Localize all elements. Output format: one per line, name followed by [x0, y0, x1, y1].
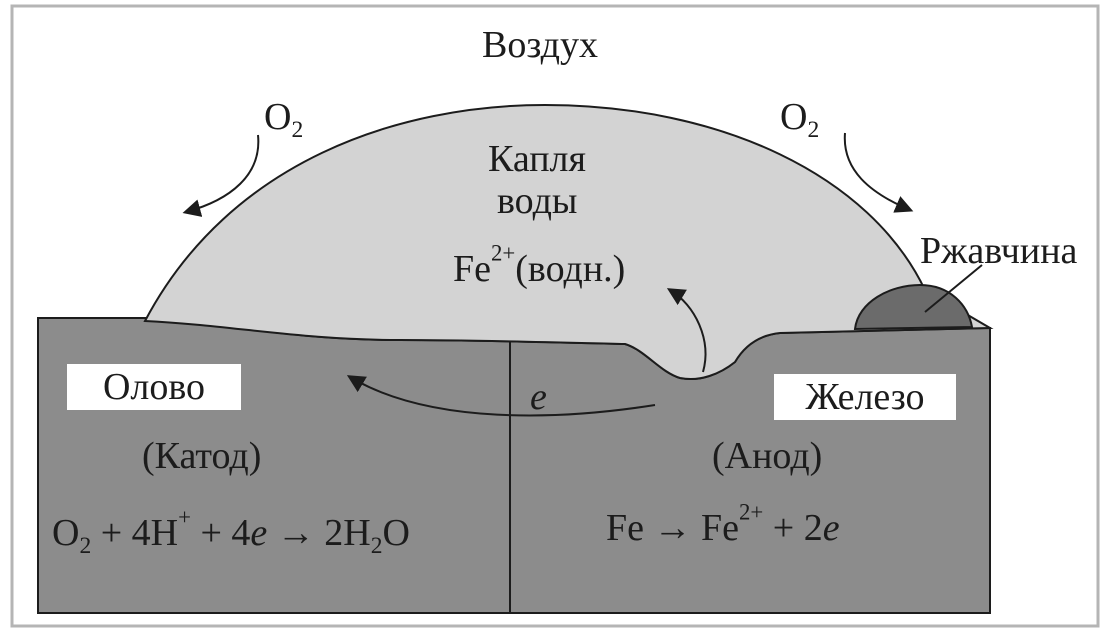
electron-flow-arrow-icon — [346, 375, 656, 417]
cathode-equation: O2 + 4H+ + 4e → 2H2O — [52, 506, 410, 558]
tin-label: Олово — [67, 364, 241, 410]
oxygen-left-base: O — [264, 96, 292, 138]
rust-pointer-icon — [924, 264, 983, 313]
oxygen-right-base: O — [780, 96, 808, 138]
fe-ion-label: Fe2+(водн.) — [453, 242, 626, 290]
rust-deposit — [853, 283, 974, 331]
aeq-plus-2: + 2 — [763, 507, 823, 549]
ceq-plus-4: + 4 — [190, 512, 251, 554]
frame — [10, 4, 1100, 628]
ceq-h-sup: + — [178, 504, 191, 530]
oxygen-left-sub: 2 — [291, 117, 304, 144]
oxygen-left-arrow-icon — [182, 134, 260, 217]
ceq-o: O — [52, 512, 80, 554]
oxygen-right-label: O2 — [780, 96, 819, 142]
ceq-h-sub: 2 — [370, 533, 383, 560]
fe-ion-charge: 2+ — [491, 240, 516, 266]
oxygen-left-label: O2 — [264, 96, 303, 142]
ceq-o-sub: 2 — [79, 533, 92, 560]
aeq-e: e — [822, 507, 840, 549]
aeq-fe: Fe → Fe — [606, 507, 739, 549]
drop-label-line1: Капля — [488, 138, 586, 180]
ceq-o-end: O — [382, 512, 410, 554]
ion-release-arrow-icon — [666, 288, 707, 373]
anode-equation: Fe → Fe2+ + 2e — [606, 501, 840, 549]
rust-label: Ржавчина — [920, 230, 1078, 272]
fe-ion-base: Fe — [453, 248, 491, 290]
oxygen-right-arrow-icon — [843, 132, 914, 213]
anode-label: (Анод) — [712, 435, 823, 477]
aeq-fe-sup: 2+ — [739, 499, 764, 525]
iron-label: Железо — [774, 374, 956, 420]
cathode-label: (Катод) — [142, 435, 262, 477]
electron-label: e — [530, 376, 547, 418]
fe-ion-state: (водн.) — [515, 248, 626, 290]
air-label: Воздух — [482, 24, 599, 66]
drop-label-line2: воды — [497, 180, 578, 222]
oxygen-right-sub: 2 — [807, 117, 820, 144]
ceq-plus-4h: + 4H — [91, 512, 179, 554]
ceq-e: e — [250, 512, 268, 554]
water-droplet — [143, 103, 994, 380]
ceq-arrow: → 2H — [267, 512, 371, 554]
